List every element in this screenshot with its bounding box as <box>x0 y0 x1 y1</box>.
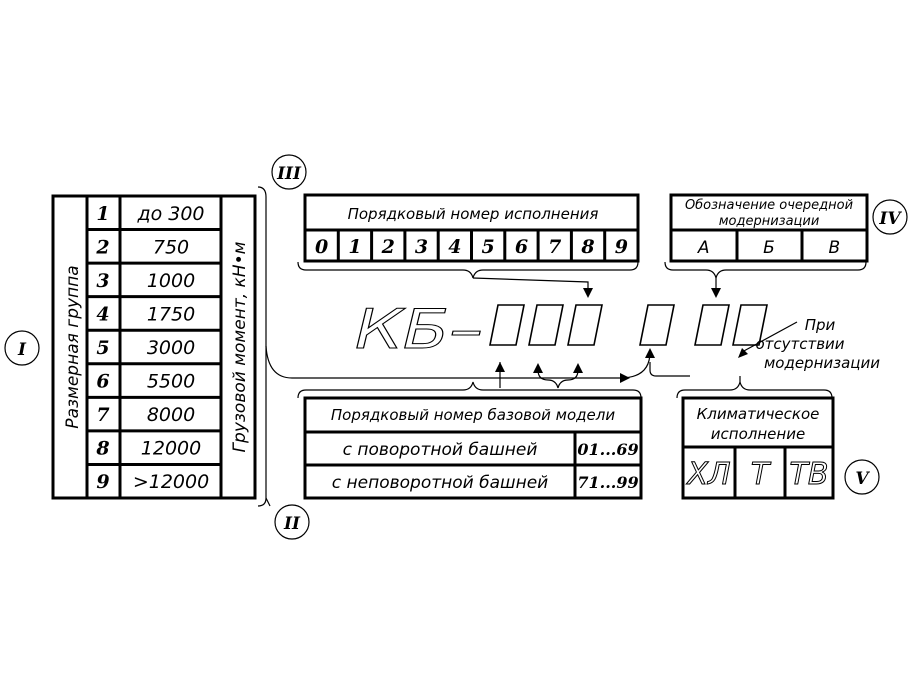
execution-digit: 0 <box>315 236 328 258</box>
svg-text:III: III <box>276 164 302 184</box>
climate-option: Т <box>751 457 772 492</box>
execution-digit: 1 <box>348 236 361 258</box>
modernization-bracket <box>664 261 867 279</box>
size-group-number: 5 <box>96 337 109 359</box>
marker-V: V <box>844 459 880 495</box>
marker-III: III <box>271 154 307 190</box>
base-model-arrow-1 <box>495 362 505 372</box>
modernization-title-2: модернизации <box>719 214 820 229</box>
climate-arrow <box>645 348 655 358</box>
marker-IV: IV <box>872 199 908 235</box>
size-group-number: 7 <box>96 404 109 426</box>
base-model-title: Порядковый номер базовой модели <box>331 406 615 424</box>
svg-text:V: V <box>855 469 870 489</box>
base-model-range: 01...69 <box>577 440 638 459</box>
modernization-option: В <box>828 238 840 258</box>
svg-text:I: I <box>17 340 27 360</box>
size-group-number: 3 <box>96 270 109 292</box>
execution-digit: 9 <box>615 236 628 258</box>
climate-option: ХЛ <box>685 457 730 492</box>
size-group-number: 9 <box>96 471 109 493</box>
base-model-arrow-3 <box>573 363 583 373</box>
marker-II: II <box>274 504 310 540</box>
load-moment-value: до 300 <box>136 203 204 225</box>
load-moment-title: Грузовой момент, кН•м <box>230 241 250 452</box>
base-model-type: с поворотной башней <box>343 440 538 460</box>
climate-title-1: Климатическое <box>697 405 820 423</box>
execution-digit: 4 <box>448 236 461 258</box>
modernization-slot <box>732 304 768 346</box>
execution-arrow <box>583 288 593 298</box>
execution-digit: 7 <box>548 236 561 258</box>
load-moment-value: 1750 <box>147 303 195 325</box>
load-moment-value: 1000 <box>147 270 195 292</box>
base-model-slot <box>489 304 525 346</box>
base-model-table: Порядковый номер базовой модели с поворо… <box>303 396 643 500</box>
size-group-number: 4 <box>96 303 109 325</box>
load-moment-value: 5500 <box>147 371 195 393</box>
code-designation: КБ– <box>355 298 768 362</box>
execution-digit: 8 <box>580 236 594 258</box>
modernization-option: Б <box>763 238 775 258</box>
svg-text:IV: IV <box>878 209 902 229</box>
load-moment-value: >12000 <box>133 471 209 493</box>
svg-text:II: II <box>283 514 301 534</box>
execution-digit: 6 <box>515 236 528 258</box>
modernization-table: Обозначение очередной модернизации А Б В <box>669 193 869 263</box>
size-group-number: 8 <box>95 438 109 460</box>
size-group-number: 2 <box>95 236 109 258</box>
load-moment-value: 3000 <box>147 337 195 359</box>
climate-slot <box>639 304 675 346</box>
base-model-slot <box>528 304 564 346</box>
climate-table: Климатическое исполнение ХЛ Т ТВ <box>681 396 835 500</box>
load-moment-value: 8000 <box>147 404 195 426</box>
load-moment-value: 750 <box>153 236 189 258</box>
execution-bracket <box>297 261 639 279</box>
svg-text:модернизации: модернизации <box>764 354 880 372</box>
execution-number-title: Порядковый номер исполнения <box>348 205 599 223</box>
note-arrow <box>738 348 748 358</box>
modernization-option: А <box>697 238 710 258</box>
modernization-title-1: Обозначение очередной <box>685 198 853 213</box>
execution-digit: 2 <box>381 236 395 258</box>
code-prefix: КБ– <box>355 298 483 361</box>
size-group-title: Размерная группа <box>63 265 83 428</box>
no-modernization-note: При отсутствии модернизации <box>755 316 880 372</box>
size-group-number: 6 <box>96 371 109 393</box>
base-model-slot <box>567 304 603 346</box>
climate-option: ТВ <box>790 457 829 492</box>
climate-bracket <box>676 381 833 399</box>
base-model-range: 71...99 <box>577 473 638 492</box>
climate-title-2: исполнение <box>711 425 805 443</box>
base-model-arrow-2 <box>533 363 543 373</box>
load-moment-value: 12000 <box>141 438 201 460</box>
modernization-arrow <box>711 288 721 298</box>
size-group-leader <box>265 345 620 379</box>
execution-digit: 3 <box>415 236 428 258</box>
execution-digit: 5 <box>482 236 495 258</box>
base-model-bracket <box>297 381 642 399</box>
execution-slot <box>694 304 730 346</box>
svg-text:При: При <box>805 316 836 334</box>
svg-text:отсутствии: отсутствии <box>755 335 844 353</box>
size-group-number: 1 <box>96 203 109 225</box>
base-model-type: с неповоротной башней <box>332 473 548 493</box>
size-group-table: Размерная группа Грузовой момент, кН•м 1… <box>51 194 257 500</box>
marker-I: I <box>4 330 40 366</box>
size-group-bracket <box>257 186 267 507</box>
